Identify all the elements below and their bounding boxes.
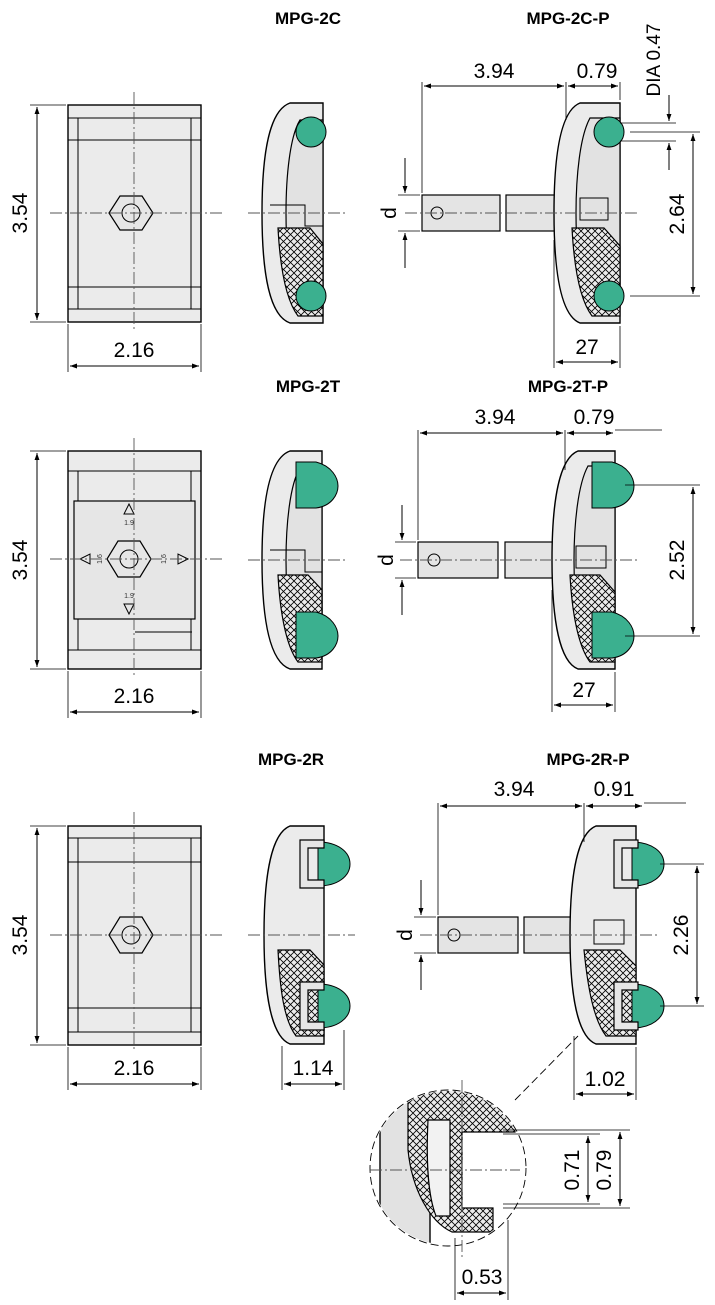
front-view-mpg-2c: 3.54 2.16 [9,92,225,372]
dim-width-mpg-2t: 2.16 [114,685,155,708]
dim-height-mpg-2c: 3.54 [9,192,32,233]
dim-offset-mpg-2t-p: 0.79 [574,406,615,429]
grip-top-mpg-2t [295,461,339,509]
dim-width-mpg-2c: 2.16 [114,339,155,362]
dim-shaft-len-mpg-2c-p: 3.94 [474,60,515,83]
dim-spacing-mpg-2t-p: 2.52 [666,540,689,581]
assembly-mpg-2c-p: MPG-2C-P 3.94 0.79 DIA 0.47 [378,9,700,368]
dim-depth-mpg-2c-p: 27 [575,336,598,359]
dim-shaft-len-mpg-2t-p: 3.94 [475,406,516,429]
dim-slot-inner: 0.71 [561,1150,584,1191]
dim-shaft-len-mpg-2r-p: 3.94 [494,778,535,801]
dim-depth-mpg-2r-p: 1.02 [585,1068,626,1091]
plate-mark-top: 1.9 [124,520,134,527]
front-view-mpg-2r: 3.54 2.16 [9,812,225,1090]
grip-top-mpg-2t-p [591,461,635,509]
dim-spacing-mpg-2c-p: 2.64 [666,193,689,234]
grip-top-mpg-2c [295,116,327,148]
dim-side-depth-mpg-2r: 1.14 [293,1057,334,1080]
dim-height-mpg-2r: 3.54 [9,914,32,955]
title-mpg-2r: MPG-2R [258,750,324,769]
grip-bottom-mpg-2c-p [593,280,625,312]
title-mpg-2c-p: MPG-2C-P [526,9,609,28]
dim-width-mpg-2r: 2.16 [114,1057,155,1080]
front-view-mpg-2t: 1.9 1.9 1.6 1.6 3.54 2.16 [9,438,225,718]
row-mpg-2t: 1.9 1.9 1.6 1.6 3.54 2.16 MPG-2T [9,377,700,718]
side-section-mpg-2t: MPG-2T [248,377,345,670]
grip-bottom-mpg-2c [295,280,327,312]
dim-d-mpg-2t-p: d [375,554,398,566]
dim-spacing-mpg-2r-p: 2.26 [670,915,693,956]
side-section-mpg-2r: MPG-2R 1.14 [248,750,355,1090]
row-mpg-2c: 3.54 2.16 MPG-2C MPG-2C-P [9,9,700,372]
title-mpg-2t-p: MPG-2T-P [528,377,608,396]
dim-offset-mpg-2r-p: 0.91 [594,778,635,801]
title-mpg-2r-p: MPG-2R-P [546,750,629,769]
dim-d-mpg-2c-p: d [378,207,401,219]
grip-top-mpg-2c-p [593,116,625,148]
title-mpg-2t: MPG-2T [276,377,341,396]
grip-bottom-mpg-2t [295,611,339,659]
dim-height-mpg-2t: 3.54 [9,539,32,580]
grip-bottom-mpg-2r [317,983,351,1029]
detail-view: 0.71 0.79 0.53 [369,1035,630,1300]
dim-offset-mpg-2c-p: 0.79 [577,60,618,83]
dim-slot-width: 0.53 [462,1266,503,1289]
row-mpg-2r: 3.54 2.16 MPG-2R 1.14 MPG-2R-P [9,750,704,1100]
grip-top-mpg-2r [317,841,351,887]
assembly-mpg-2t-p: MPG-2T-P 3.94 0.79 d 2 [375,377,700,712]
assembly-mpg-2r-p: MPG-2R-P 3.94 0.91 d [394,750,704,1100]
grip-bottom-mpg-2t-p [591,611,635,659]
dim-dia-mpg-2c-p: DIA 0.47 [644,24,665,97]
plate-mark-bottom: 1.9 [124,593,134,600]
title-mpg-2c: MPG-2C [275,9,341,28]
dim-d-mpg-2r-p: d [394,929,417,941]
plate-mark-right: 1.6 [161,554,168,564]
side-section-mpg-2c: MPG-2C [248,9,345,324]
dim-slot-outer: 0.79 [593,1150,616,1191]
dim-depth-mpg-2t-p: 27 [572,679,595,702]
